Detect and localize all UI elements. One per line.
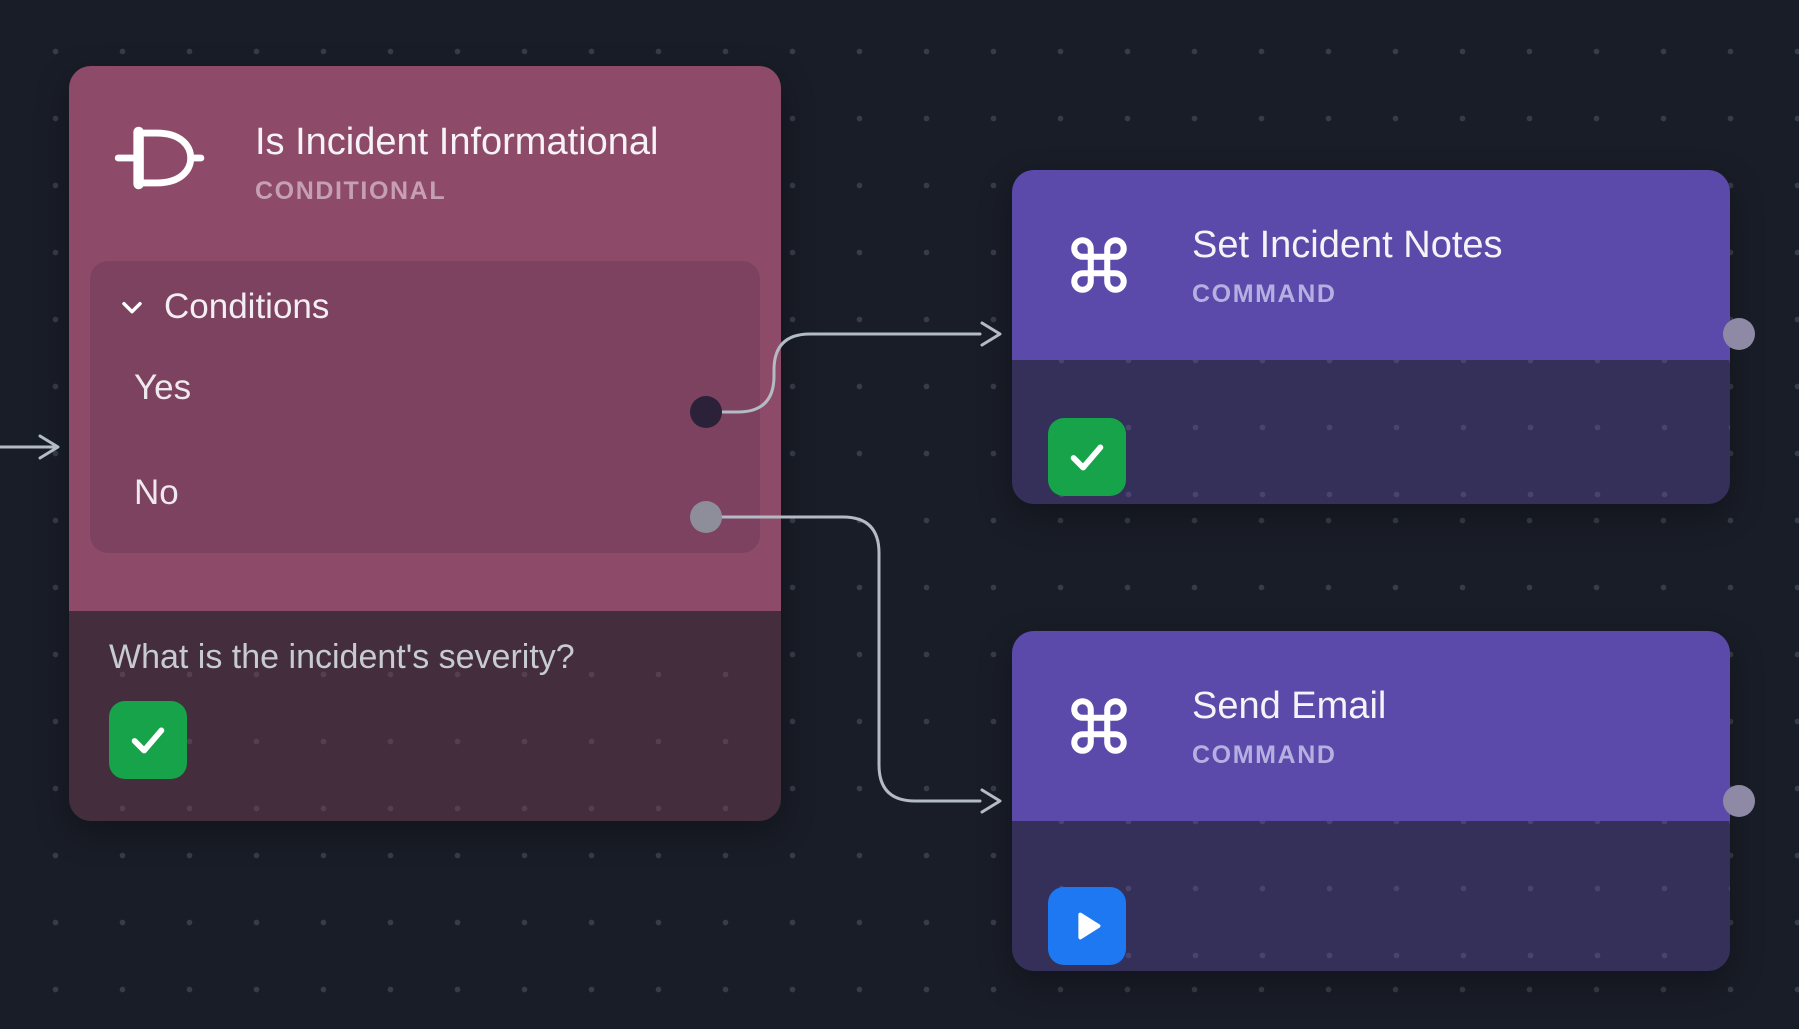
command-icon: [1066, 693, 1132, 759]
conditions-toggle[interactable]: Conditions: [90, 283, 760, 331]
command-icon: [1066, 232, 1132, 298]
check-icon: [1070, 444, 1104, 471]
node-type-label: CONDITIONAL: [255, 177, 447, 205]
branch-yes[interactable]: Yes: [90, 363, 760, 413]
play-icon: [1078, 912, 1101, 940]
port-branch-no[interactable]: [690, 501, 722, 533]
command-node-header: Send Email COMMAND: [1012, 631, 1730, 821]
node-title: Send Email: [1192, 685, 1387, 727]
check-icon: [131, 727, 165, 754]
node-description: What is the incident's severity?: [109, 638, 575, 676]
branch-no-label: No: [134, 473, 179, 512]
node-title: Is Incident Informational: [255, 121, 659, 163]
port-branch-yes[interactable]: [690, 396, 722, 428]
logic-gate-icon: [113, 118, 205, 192]
command-node-header: Set Incident Notes COMMAND: [1012, 170, 1730, 360]
command-node-body: [1012, 360, 1730, 504]
node-type-label: COMMAND: [1192, 741, 1337, 769]
branch-yes-label: Yes: [134, 368, 192, 407]
node-set-incident-notes[interactable]: Set Incident Notes COMMAND: [1012, 170, 1730, 504]
command-node-body: [1012, 821, 1730, 971]
node-is-incident-informational[interactable]: Is Incident Informational CONDITIONAL Co…: [69, 66, 781, 821]
node-type-label: COMMAND: [1192, 280, 1337, 308]
node-send-email[interactable]: Send Email COMMAND: [1012, 631, 1730, 971]
conditions-panel: Conditions Yes No: [90, 261, 760, 553]
conditional-node-header-area: Is Incident Informational CONDITIONAL Co…: [69, 66, 781, 611]
node-title: Set Incident Notes: [1192, 224, 1503, 266]
run-button[interactable]: [1048, 887, 1126, 965]
port-set-incident-notes-output[interactable]: [1723, 318, 1755, 350]
chevron-down-icon: [116, 291, 148, 323]
port-send-email-output[interactable]: [1723, 785, 1755, 817]
status-success-badge: [1048, 418, 1126, 496]
status-success-badge: [109, 701, 187, 779]
conditional-node-body: What is the incident's severity?: [69, 611, 781, 821]
branch-no[interactable]: No: [90, 468, 760, 518]
conditions-label: Conditions: [164, 287, 330, 326]
edge-start-to-conditional: [0, 434, 60, 460]
